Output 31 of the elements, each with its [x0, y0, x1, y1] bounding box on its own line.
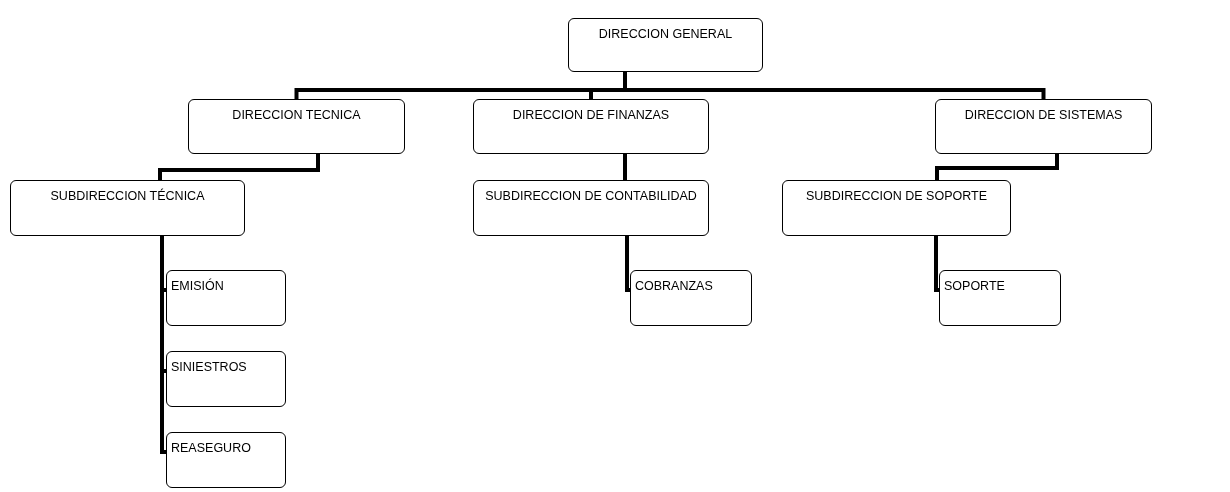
connector-line [935, 154, 1059, 180]
org-box [630, 270, 752, 326]
org-box [188, 99, 405, 154]
box-label: SUBDIRECCION TÉCNICA [49, 189, 206, 203]
box-label: SUBDIRECCION DE CONTABILIDAD [484, 189, 698, 203]
box-label: DIRECCION DE SISTEMAS [963, 108, 1124, 122]
org-box [10, 180, 245, 236]
box-label: DIRECCION DE FINANZAS [511, 108, 671, 122]
connector-line [623, 154, 627, 180]
box-label: SINIESTROS [171, 360, 248, 374]
org-box [166, 432, 286, 488]
box-label: REASEGURO [171, 441, 252, 455]
box-label: EMISIÓN [171, 279, 225, 293]
org-box [166, 351, 286, 407]
connector-line [623, 72, 1046, 99]
box-label: COBRANZAS [635, 279, 714, 293]
org-box [935, 99, 1152, 154]
box-label: DIRECCION GENERAL [597, 27, 734, 41]
org-box [568, 18, 763, 72]
box-label: DIRECCION TECNICA [231, 108, 362, 122]
connector-line [934, 236, 939, 292]
org-box [939, 270, 1061, 326]
org-box [473, 180, 709, 236]
org-box [473, 99, 709, 154]
connector-line [158, 154, 320, 180]
connector-line [160, 236, 166, 454]
org-box [166, 270, 286, 326]
org-box [782, 180, 1011, 236]
box-label: SOPORTE [944, 279, 1006, 293]
connector-line [625, 236, 630, 292]
box-label: SUBDIRECCION DE SOPORTE [804, 189, 989, 203]
